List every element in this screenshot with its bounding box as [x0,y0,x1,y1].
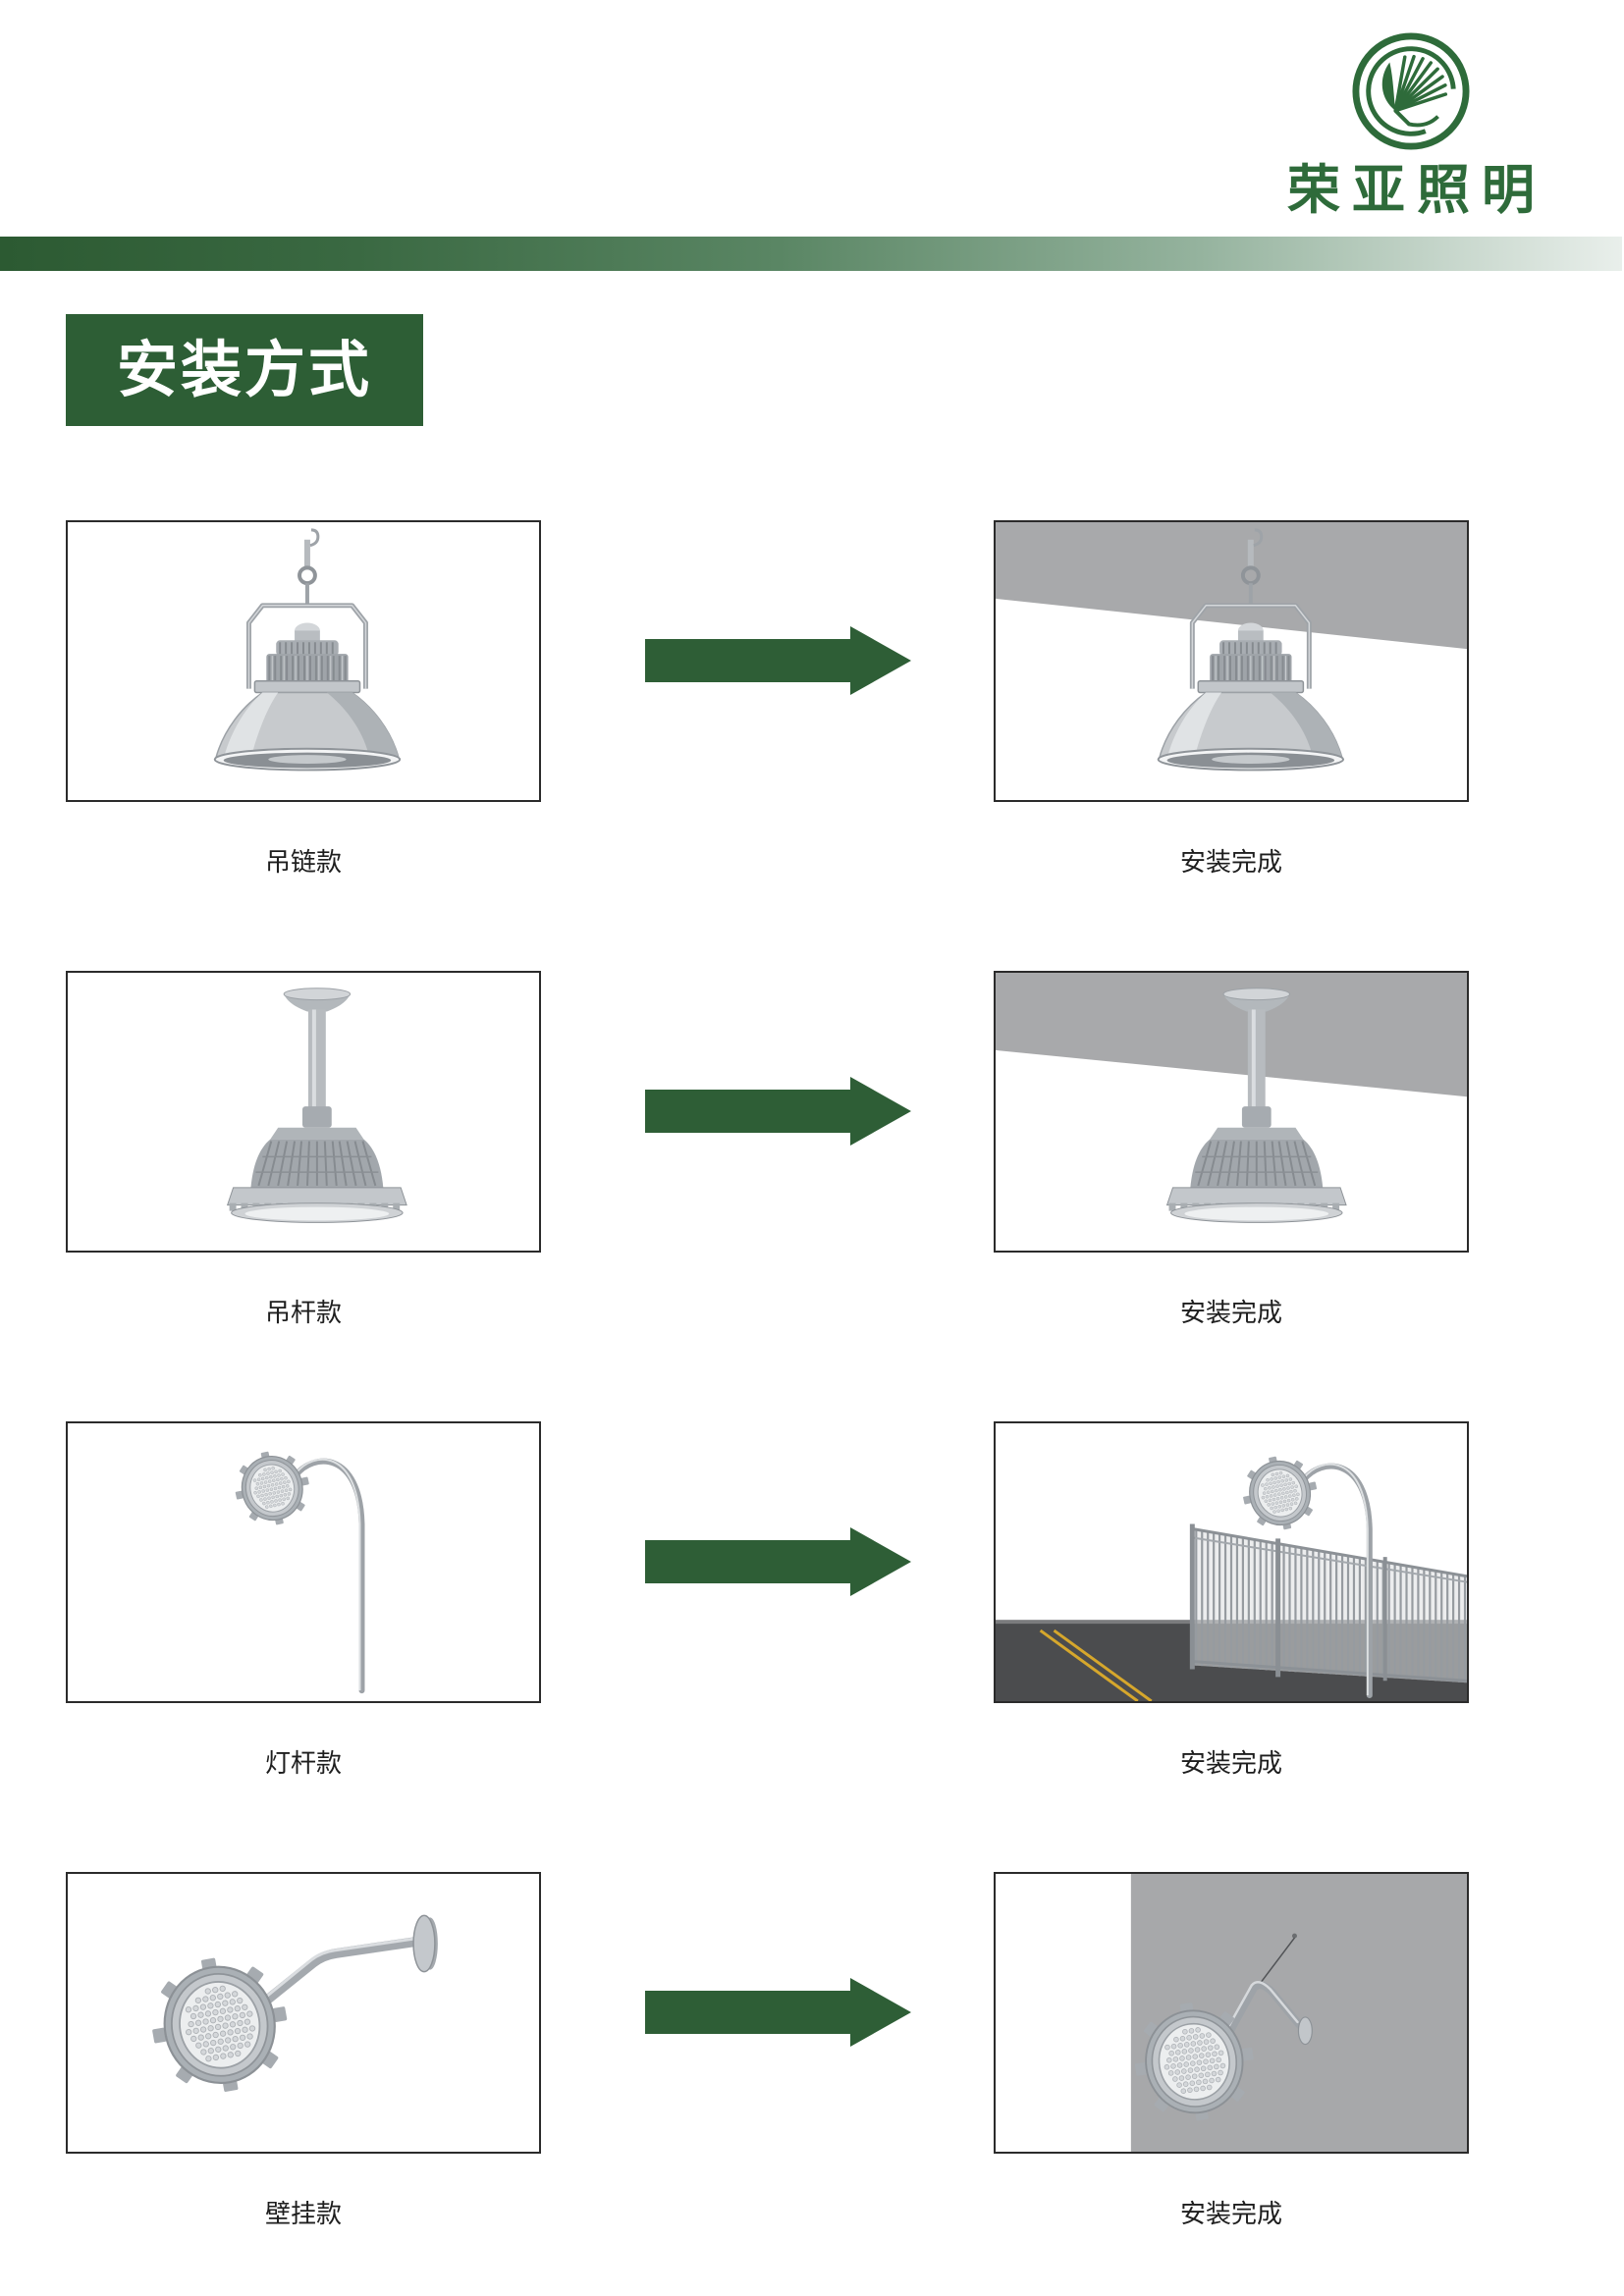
result-caption: 安装完成 [1179,2200,1282,2229]
brand-name: 荣亚照明 [1287,159,1546,221]
rod-pendant-lamp-icon [226,987,408,1224]
safety-cable [1256,1937,1296,1989]
high-bay-lamp-under-ceiling-icon [996,522,1467,800]
right-arrow-icon [645,1978,911,2047]
install-row-rod: 吊杆款 安装完成 [0,971,1624,1354]
palm-leaf-logo-icon [1352,32,1470,150]
product-caption: 灯杆款 [264,1749,342,1779]
road-yellow-line [1039,1629,1139,1701]
result-image-frame [994,1872,1469,2154]
road-yellow-line [1053,1629,1153,1701]
result-caption: 安装完成 [1179,1299,1282,1328]
install-row-pole: 灯杆款 安装完成 [0,1421,1624,1804]
section-title-box: 安装方式 [66,314,423,426]
header-gradient-bar [0,237,1622,271]
wall-anchor [1291,1933,1297,1939]
product-image-frame [66,1872,541,2154]
product-image-frame [66,520,541,802]
product-image-frame [66,971,541,1253]
curved-pole-street-lamp-icon [68,1423,539,1701]
product-caption: 吊杆款 [264,1299,342,1328]
street-lamp-beside-road-fence-icon [996,1423,1467,1701]
ceiling [996,522,1467,650]
install-row-chain: 吊链款 安装完成 [0,520,1624,903]
rod-pendant-lamp-under-ceiling-icon [996,973,1467,1224]
install-row-wall: 壁挂款 安装完成 [0,1872,1624,2255]
chain-hung-high-bay-lamp-icon [68,522,539,800]
product-image-frame [66,1421,541,1703]
section-title: 安装方式 [116,334,372,405]
ceiling [996,973,1467,1097]
right-arrow-icon [645,1527,911,1596]
right-arrow-icon [645,626,911,695]
result-caption: 安装完成 [1179,1749,1282,1779]
result-image-frame [994,971,1469,1253]
wall-bracket-lamp-icon [140,1914,438,2104]
result-caption: 安装完成 [1179,848,1282,878]
product-caption: 壁挂款 [264,2200,342,2229]
right-arrow-icon [645,1077,911,1146]
wall-bracket-lamp-on-wall-icon [1126,1874,1467,2152]
result-image-frame [994,1421,1469,1703]
road-fence [1189,1523,1467,1683]
result-image-frame [994,520,1469,802]
product-caption: 吊链款 [264,848,342,878]
